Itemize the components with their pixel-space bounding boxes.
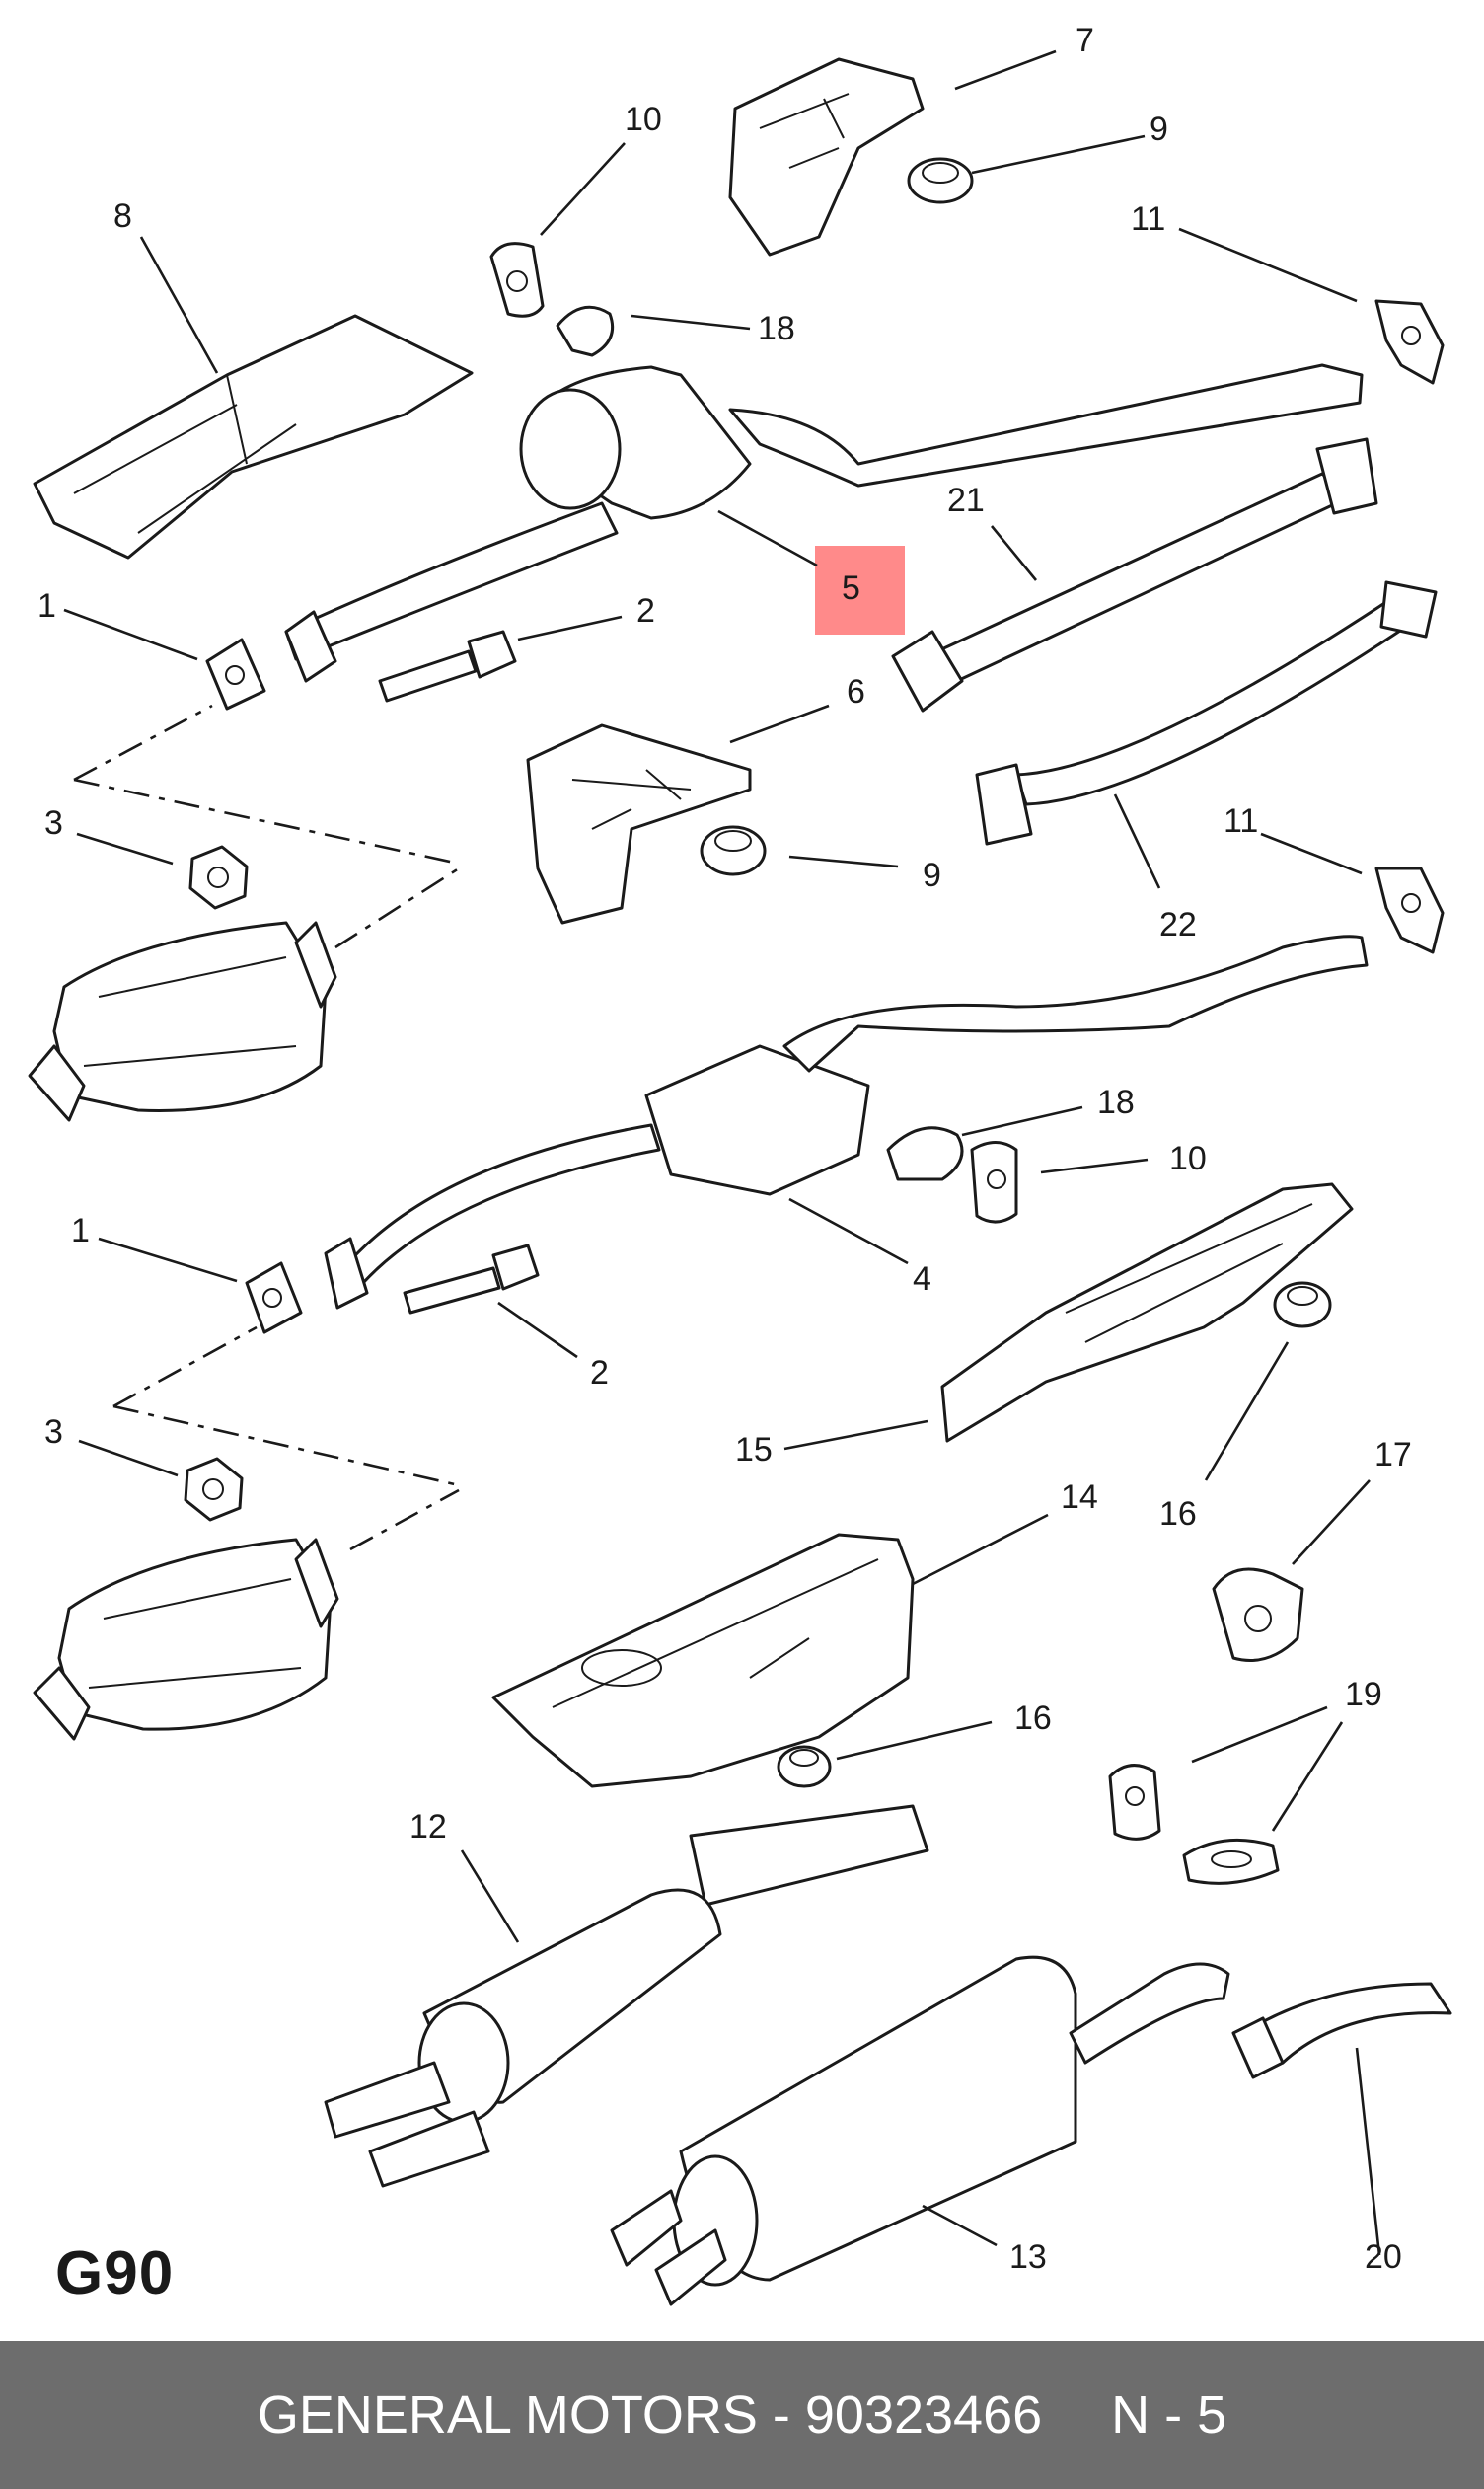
part-7-bracket — [728, 57, 925, 257]
part-2-bolt-b — [403, 1244, 540, 1315]
part-3-nut-a — [188, 845, 249, 910]
callout-11-upper: 11 — [1131, 200, 1165, 238]
dash-line-a1 — [73, 704, 213, 782]
part-15-heat-shield — [940, 1182, 1354, 1443]
part-11-hanger-b — [1374, 867, 1445, 954]
part-16-nut-b — [777, 1745, 832, 1788]
part-3-nut-b — [184, 1457, 244, 1522]
part-6-bracket — [526, 723, 752, 925]
footer-bar: GENERAL MOTORS - 90323466 N - 5 — [0, 2341, 1484, 2489]
part-19-rubber-mounts — [1108, 1764, 1280, 1885]
callout-16-lower: 16 — [1014, 1699, 1052, 1737]
callout-13: 13 — [1009, 2238, 1047, 2276]
dash-line-b3 — [349, 1488, 460, 1551]
callout-2-upper: 2 — [636, 592, 655, 630]
callout-5: 5 — [842, 569, 860, 607]
part-14-heat-shield — [491, 1533, 915, 1788]
dash-line-b1 — [112, 1325, 258, 1408]
callout-22: 22 — [1159, 906, 1197, 943]
callout-2-lower: 2 — [590, 1354, 609, 1392]
leader-lines — [63, 49, 1381, 2256]
callout-15: 15 — [735, 1431, 773, 1469]
part-12-silencer — [324, 1804, 929, 2188]
part-20-tailpipe — [1231, 1982, 1452, 2079]
part-1-flange-a — [205, 610, 337, 711]
part-10-rubber-mount-b — [970, 1141, 1018, 1224]
part-8-heat-shield — [33, 314, 474, 560]
footer-brand-part-number: GENERAL MOTORS - 90323466 — [257, 2385, 1043, 2445]
callout-1-upper: 1 — [37, 587, 56, 625]
part-21-pipe — [891, 437, 1378, 713]
callout-7: 7 — [1076, 22, 1094, 59]
part-13-rear-silencer — [610, 1955, 1230, 2306]
part-18-clamp-a — [556, 305, 615, 357]
callout-21: 21 — [947, 482, 985, 519]
callout-14: 14 — [1061, 1478, 1098, 1516]
part-4-silencer-pipe — [334, 935, 1369, 1300]
dash-line-a2 — [73, 778, 460, 866]
part-9-rubber-nut-b — [700, 825, 767, 876]
callout-9-middle: 9 — [923, 857, 941, 894]
callout-3-lower: 3 — [44, 1413, 63, 1451]
callout-9-upper: 9 — [1150, 111, 1168, 148]
callout-8: 8 — [113, 197, 132, 235]
callout-16-upper: 16 — [1159, 1495, 1197, 1533]
callout-10-middle: 10 — [1169, 1140, 1207, 1177]
part-9-rubber-nut-a — [907, 157, 974, 204]
callout-11-middle: 11 — [1224, 802, 1258, 840]
dash-line-a3 — [334, 867, 460, 949]
catalytic-converter-a — [28, 921, 337, 1122]
callout-19: 19 — [1345, 1676, 1382, 1713]
callout-20: 20 — [1365, 2238, 1402, 2276]
callout-18-middle: 18 — [1097, 1084, 1135, 1121]
callout-12: 12 — [409, 1808, 447, 1846]
catalytic-converter-b — [33, 1538, 339, 1741]
exhaust-parts-diagram: 7 9 10 18 11 8 5 21 1 2 6 3 9 11 22 18 1… — [28, 22, 1452, 2306]
highlight-box-5 — [815, 546, 905, 635]
callout-6: 6 — [847, 673, 865, 711]
callout-18-upper: 18 — [758, 310, 795, 347]
callout-3-upper: 3 — [44, 804, 63, 842]
part-5-silencer-pipe — [284, 363, 1364, 661]
part-22-pipe — [975, 580, 1438, 846]
callout-4: 4 — [913, 1260, 931, 1298]
part-17-rubber-mount — [1212, 1567, 1304, 1662]
footer-reference: N - 5 — [1111, 2385, 1227, 2445]
part-18-clamp-b — [886, 1126, 964, 1181]
part-11-hanger-a — [1374, 299, 1445, 385]
part-2-bolt-a — [378, 630, 517, 703]
part-10-rubber-mount-a — [489, 242, 545, 318]
callout-1-lower: 1 — [71, 1212, 90, 1249]
dash-line-b2 — [112, 1404, 460, 1487]
callout-17: 17 — [1374, 1436, 1412, 1473]
callout-10-upper: 10 — [625, 101, 662, 138]
part-1-flange-b — [245, 1237, 369, 1334]
part-16-nut-a — [1273, 1281, 1332, 1328]
page-code: G90 — [55, 2239, 175, 2307]
